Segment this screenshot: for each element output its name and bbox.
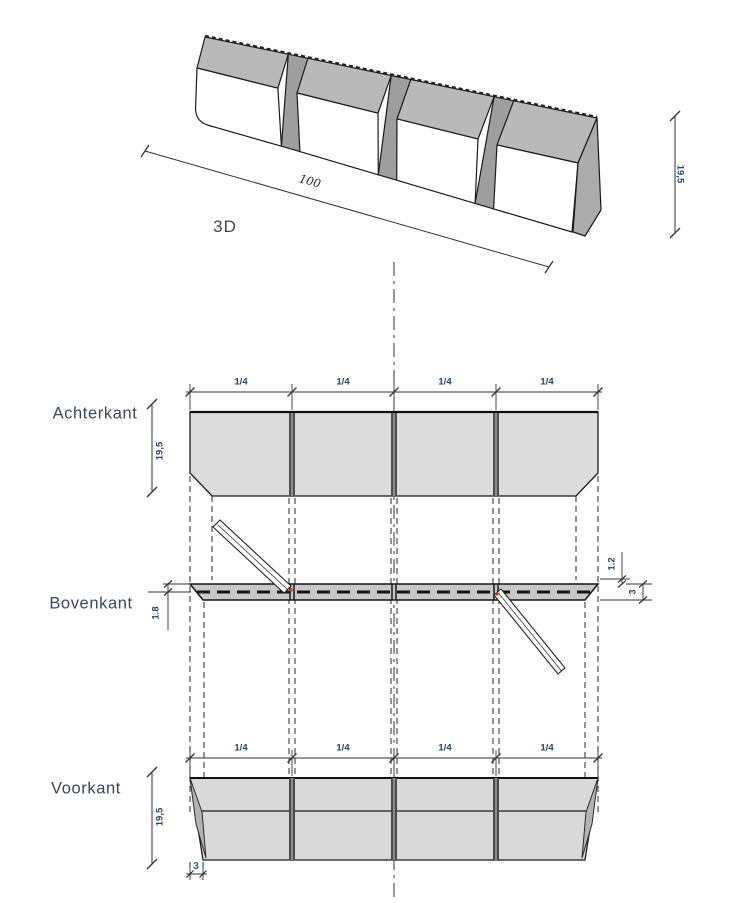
voorkant-dim-chain bbox=[185, 750, 603, 776]
view-3d-object bbox=[194, 34, 602, 237]
achterkant-height-dim-text: 19,5 bbox=[154, 441, 166, 461]
segment-front-face bbox=[396, 118, 479, 204]
dimension-tick bbox=[163, 580, 173, 588]
view-bovenkant bbox=[148, 519, 652, 675]
dimension-tick bbox=[638, 580, 648, 588]
pointer-sliver-inner bbox=[498, 592, 562, 672]
dimension-slash bbox=[389, 753, 399, 763]
achterkant-dim-quarter: 1/4 bbox=[336, 376, 350, 388]
dimension-tick bbox=[669, 227, 681, 239]
achterkant-dim-quarter: 1/4 bbox=[438, 376, 452, 388]
dimension-tick bbox=[146, 486, 158, 498]
bovenkant-dim-right-text: 1.2 bbox=[606, 557, 618, 571]
voorkant-dim-quarter: 1/4 bbox=[234, 742, 248, 754]
dimension-tick bbox=[544, 260, 554, 274]
dimension-tick bbox=[669, 110, 681, 122]
dimension-tick bbox=[638, 596, 648, 604]
dimension-slash bbox=[389, 387, 399, 397]
voorkant-height-dim bbox=[146, 766, 158, 870]
dimension-tick bbox=[146, 858, 158, 870]
bovenkant-dim-right-top bbox=[600, 552, 630, 588]
dim-length-3d bbox=[140, 144, 554, 274]
achterkant-dim-quarter: 1/4 bbox=[540, 376, 554, 388]
dim-height-3d-text: 19,5 bbox=[674, 164, 686, 184]
dimension-tick bbox=[617, 580, 627, 588]
diagonal-pointers bbox=[212, 519, 566, 675]
segment-front-face bbox=[296, 92, 379, 176]
dimension-tick bbox=[146, 398, 158, 410]
segment-front-face bbox=[493, 144, 579, 233]
dimension-tick bbox=[146, 766, 158, 778]
view-achterkant bbox=[146, 384, 603, 498]
bovenkant-dim-left-text: 1.8 bbox=[150, 606, 162, 620]
achterkant-dim-chain bbox=[185, 384, 603, 410]
voorkant-dim-quarter: 1/4 bbox=[336, 742, 350, 754]
achterkant-label: Achterkant bbox=[52, 404, 138, 423]
dimension-slash bbox=[287, 753, 297, 763]
voorkant-joints bbox=[289, 778, 499, 860]
dimension-slash bbox=[186, 870, 194, 878]
bovenkant-thickness-dim-text: 3 bbox=[627, 589, 639, 595]
dimension-slash bbox=[287, 387, 297, 397]
dimension-slash bbox=[491, 753, 501, 763]
bovenkant-strip bbox=[188, 583, 600, 601]
dimension-slash bbox=[185, 753, 195, 763]
dimension-slash bbox=[199, 870, 207, 878]
voorkant-chamfer-dim-text: 3 bbox=[193, 860, 199, 872]
end-cap-face bbox=[572, 117, 602, 237]
achterkant-height-dim bbox=[146, 398, 158, 498]
dimension-tick bbox=[140, 144, 150, 158]
dimension-line bbox=[144, 150, 550, 268]
dimension-slash bbox=[593, 387, 603, 397]
joint-marker-dot bbox=[495, 592, 499, 596]
dimension-tick bbox=[163, 588, 173, 596]
voorkant-height-dim-text: 19,5 bbox=[154, 807, 166, 827]
view-voorkant bbox=[146, 750, 603, 880]
voorkant-end-face bbox=[189, 777, 207, 859]
voorkant-dim-quarter: 1/4 bbox=[540, 742, 554, 754]
achterkant-dim-quarter: 1/4 bbox=[234, 376, 248, 388]
voorkant-end-face bbox=[581, 777, 599, 859]
dimension-slash bbox=[185, 387, 195, 397]
dimension-slash bbox=[593, 753, 603, 763]
pointer-sliver-inner bbox=[217, 524, 288, 590]
segment-front-face bbox=[194, 67, 282, 147]
voorkant-label: Voorkant bbox=[51, 779, 121, 798]
bovenkant-label: Bovenkant bbox=[49, 594, 133, 613]
dimension-tick bbox=[617, 575, 627, 583]
dimension-slash bbox=[491, 387, 501, 397]
view-3d-label: 3D bbox=[213, 217, 237, 236]
joint-marker-dot bbox=[289, 588, 293, 592]
bovenkant-dim-left bbox=[148, 580, 191, 630]
bovenkant-dim-right-bottom bbox=[600, 580, 652, 604]
voorkant-chamfer-dim bbox=[186, 868, 207, 880]
voorkant-dim-quarter: 1/4 bbox=[438, 742, 452, 754]
achterkant-joints bbox=[289, 413, 499, 496]
dim-height-3d bbox=[669, 110, 681, 239]
back-top-edge bbox=[204, 34, 598, 119]
